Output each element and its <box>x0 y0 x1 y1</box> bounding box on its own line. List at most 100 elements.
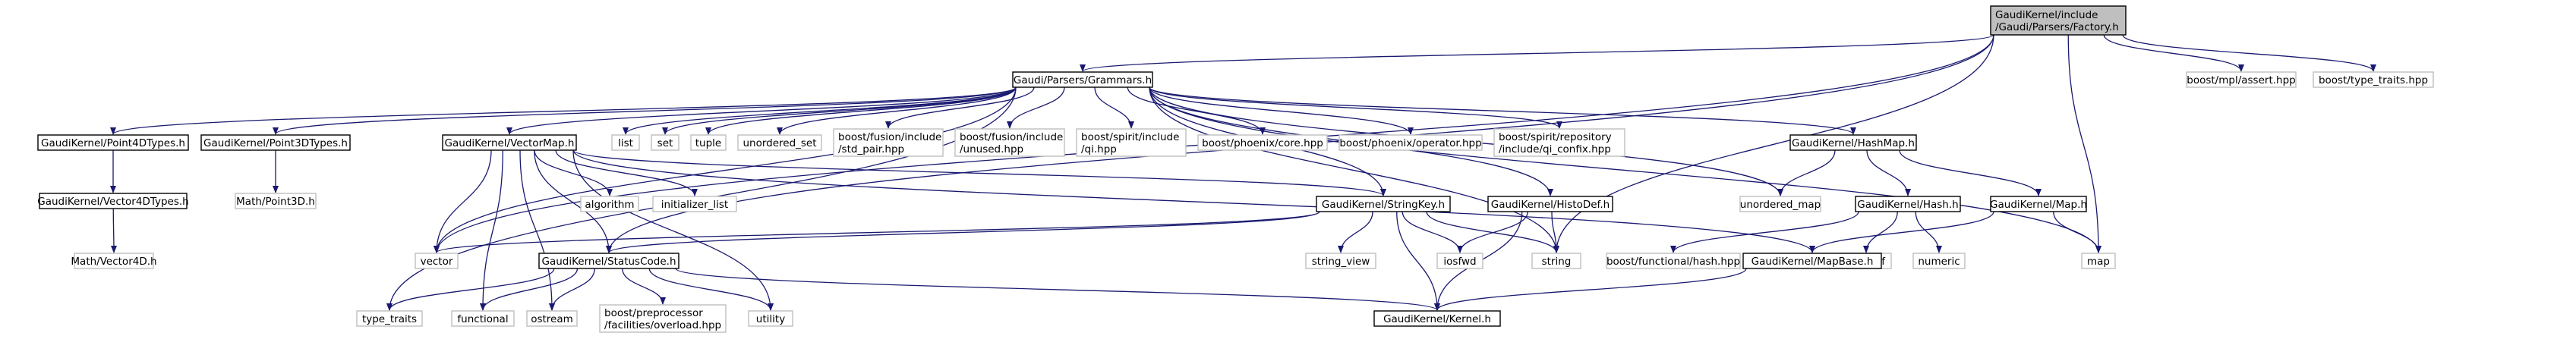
dependency-nodes: GaudiKernel/include/Gaudi/Parsers/Factor… <box>37 5 2434 333</box>
node-type-traits-hpp: boost/type_traits.hpp <box>2313 71 2434 88</box>
node-label: boost/phoenix/operator.hpp <box>1339 137 1481 149</box>
node-box <box>39 193 188 209</box>
node-box <box>415 253 459 269</box>
node-label: boost/mpl/assert.hpp <box>2187 74 2295 86</box>
node-functional-hash: boost/functional/hash.hpp <box>1606 253 1741 269</box>
edge-vectormap-to-mapbase <box>572 149 1815 253</box>
edge-factory-to-map <box>2067 34 2101 253</box>
node-label: boost/fusion/include <box>960 131 1063 143</box>
node-stringkey[interactable]: GaudiKernel/StringKey.h <box>1316 196 1451 212</box>
node-label: Gaudi/Parsers/Grammars.h <box>1014 74 1152 86</box>
edge-grammars-to-hashmap <box>1149 86 1856 135</box>
node-string-view: string_view <box>1305 253 1376 269</box>
node-label: boost/type_traits.hpp <box>2319 74 2428 86</box>
edge-grammars-to-point4d <box>110 86 1017 135</box>
node-label: type_traits <box>362 313 417 325</box>
node-label: GaudiKernel/HashMap.h <box>1792 137 1915 149</box>
node-label: iosfwd <box>1443 256 1476 268</box>
edge-grammars-to-string <box>1149 86 1559 253</box>
node-label: boost/spirit/repository <box>1499 131 1612 143</box>
node-algorithm: algorithm <box>580 196 639 212</box>
node-box <box>442 134 577 151</box>
node-box <box>2313 71 2434 88</box>
node-box <box>1076 128 1187 157</box>
node-utility: utility <box>748 310 793 327</box>
node-vectormap[interactable]: GaudiKernel/VectorMap.h <box>442 134 577 151</box>
node-mapbase[interactable]: GaudiKernel/MapBase.h <box>1742 253 1882 269</box>
node-box <box>1789 134 1917 151</box>
node-box <box>748 310 793 327</box>
node-label: GaudiKernel/HistoDef.h <box>1491 199 1610 211</box>
node-grammars[interactable]: Gaudi/Parsers/Grammars.h <box>1012 71 1153 88</box>
node-histodef[interactable]: GaudiKernel/HistoDef.h <box>1487 196 1613 212</box>
node-box <box>451 310 515 327</box>
edge-stringkey-to-string <box>1426 211 1559 253</box>
node-label: /unused.hpp <box>960 143 1023 155</box>
node-kernel[interactable]: GaudiKernel/Kernel.h <box>1373 310 1501 327</box>
edge-grammars-to-phoenix-operator <box>1149 86 1414 135</box>
node-label: GaudiKernel/MapBase.h <box>1751 256 1874 268</box>
node-gk-map[interactable]: GaudiKernel/Map.h <box>1990 196 2087 212</box>
node-phoenix-operator: boost/phoenix/operator.hpp <box>1338 134 1483 151</box>
edge-statuscode-to-ostream <box>549 268 595 311</box>
node-box <box>1990 196 2087 212</box>
node-math-point3d: Math/Point3D.h <box>235 193 317 209</box>
node-hash[interactable]: GaudiKernel/Hash.h <box>1855 196 1961 212</box>
edge-hash-to-functional-hash <box>1670 211 1859 253</box>
node-vector4d-types[interactable]: GaudiKernel/Vector4DTypes.h <box>37 193 189 209</box>
node-label: boost/fusion/include <box>838 131 941 143</box>
edge-grammars-to-point3d <box>273 86 1017 135</box>
node-mpl-assert: boost/mpl/assert.hpp <box>2186 71 2297 88</box>
node-label: Math/Vector4D.h <box>71 256 156 268</box>
node-initializer-list: initializer_list <box>652 196 737 212</box>
edge-vectormap-to-stringkey <box>572 149 1386 196</box>
node-list: list <box>611 134 640 151</box>
dependency-edges <box>110 34 2376 311</box>
node-factory[interactable]: GaudiKernel/include/Gaudi/Parsers/Factor… <box>1990 5 2127 36</box>
node-label: GaudiKernel/Map.h <box>1990 199 2087 211</box>
node-label: GaudiKernel/StatusCode.h <box>542 256 676 268</box>
node-point4d[interactable]: GaudiKernel/Point4DTypes.h <box>37 134 189 151</box>
node-label: numeric <box>1918 256 1960 268</box>
node-hashmap[interactable]: GaudiKernel/HashMap.h <box>1789 134 1917 151</box>
node-unordered-set: unordered_set <box>737 134 822 151</box>
node-label: GaudiKernel/VectorMap.h <box>445 137 575 149</box>
edge-statuscode-to-preprocessor-overload <box>622 268 666 305</box>
node-box <box>2081 253 2116 269</box>
edge-vectormap-to-utility <box>572 149 774 311</box>
edge-grammars-to-fusion-unused <box>1007 86 1065 129</box>
node-label: GaudiKernel/Vector4DTypes.h <box>37 196 188 208</box>
edge-hash-to-cstddef <box>1863 211 1898 253</box>
node-label: /std_pair.hpp <box>838 143 904 155</box>
edge-vectormap-to-algorithm <box>534 149 613 196</box>
node-label: set <box>657 137 673 149</box>
edge-hashmap-to-unordered-map <box>1777 149 1836 196</box>
node-map: map <box>2081 253 2116 269</box>
edge-gk-map-to-mapbase <box>1809 211 1994 253</box>
node-spirit-repo: boost/spirit/repository/include/qi_confi… <box>1493 128 1625 157</box>
edge-gk-map-to-map <box>2053 211 2101 253</box>
node-label: boost/spirit/include <box>1081 131 1179 143</box>
edge-factory-to-mpl-assert <box>2103 34 2244 72</box>
node-ostream: ostream <box>526 310 578 327</box>
edge-hashmap-to-hash <box>1866 149 1911 196</box>
node-label: initializer_list <box>661 199 728 211</box>
node-unordered-map: unordered_map <box>1739 196 1821 212</box>
node-box <box>1316 196 1451 212</box>
node-label: /facilities/overload.hpp <box>604 319 721 331</box>
node-statuscode[interactable]: GaudiKernel/StatusCode.h <box>538 253 679 269</box>
node-box <box>1338 134 1483 151</box>
node-label: vector <box>421 256 453 268</box>
node-box <box>1305 253 1376 269</box>
node-box <box>2186 71 2297 88</box>
node-box <box>1197 134 1328 151</box>
node-box <box>200 134 351 151</box>
node-box <box>74 253 154 269</box>
node-preprocessor-overload: boost/preprocessor/facilities/overload.h… <box>599 304 727 333</box>
edge-statuscode-to-utility <box>648 268 774 311</box>
node-box <box>1493 128 1625 157</box>
node-box <box>1742 253 1882 269</box>
node-point3d[interactable]: GaudiKernel/Point3DTypes.h <box>200 134 351 151</box>
edge-vectormap-to-statuscode <box>534 149 612 253</box>
